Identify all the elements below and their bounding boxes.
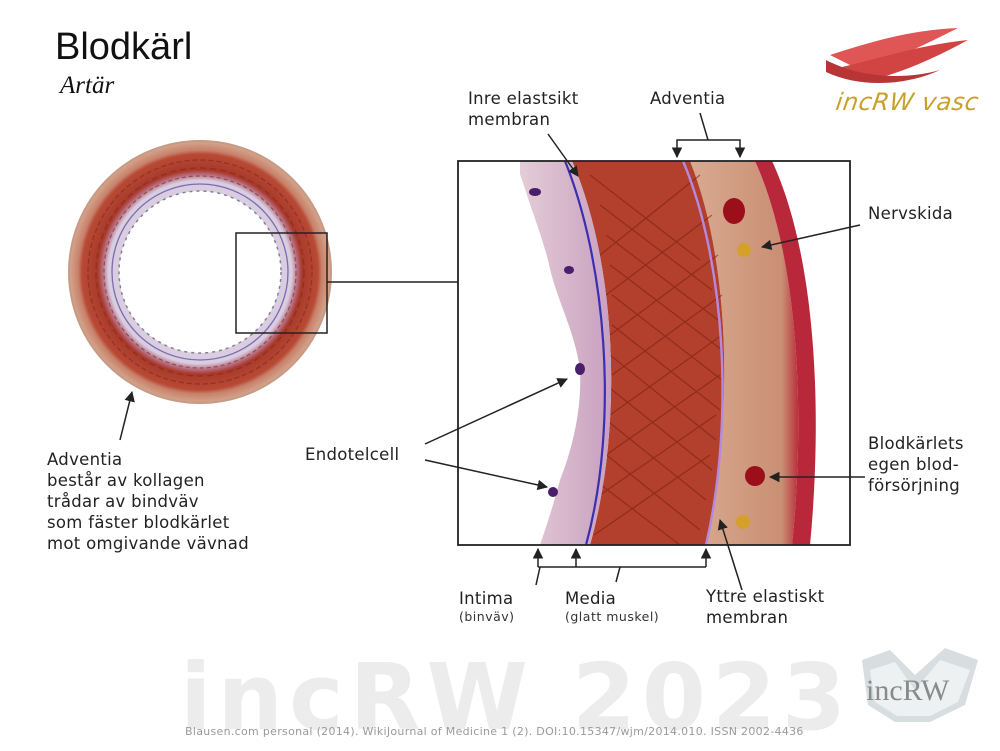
label-sub: (binväv) [459,609,515,624]
detail-panel-border [457,160,851,546]
label-line: membran [706,608,789,627]
label-line: som fäster blodkärlet [47,513,230,532]
label-sub: (glatt muskel) [565,609,660,624]
label-line: Inre elastsikt [468,89,579,108]
label-inre-elastiskt-membran: Inre elastsikt membran [468,88,578,130]
brand-logo-text: incRW vasc [834,88,981,116]
vasa-vasorum [723,198,765,529]
intima-media-bracket [532,547,712,586]
label-intima: Intima (binväv) [459,588,515,624]
label-endotelcell: Endotelcell [305,445,400,464]
label-adventia-top: Adventia [650,89,726,108]
incrw-logo-bottom [862,648,978,722]
label-line: egen blod- [868,455,960,474]
label-line: Adventia [47,450,123,469]
page-title: Blodkärl [55,26,193,68]
zoom-box [235,232,328,334]
adventia-bracket [671,112,746,159]
watermark: incRW 2023 [180,644,852,751]
label-nervskida: Nervskida [868,204,954,223]
leader-lines [119,133,865,591]
page-subtitle: Artär [60,72,115,99]
label-line: Yttre elastiskt [706,587,825,606]
label-line: mot omgivande vävnad [47,534,249,553]
label-line: trådar av bindväv [47,492,199,511]
label-line: membran [468,110,551,129]
label-blodforsorjning: Blodkärlets egen blod- försörjning [868,433,964,496]
label-line: Media [565,589,617,608]
bottom-logo-text: incRW [866,674,950,707]
label-line: försörjning [868,476,961,495]
endothelial-cells [529,188,585,497]
label-line: Intima [459,589,514,608]
detail-panel [458,161,850,545]
label-media: Media (glatt muskel) [565,588,659,624]
label-line: Blodkärlets [868,434,964,453]
source-credit: Blausen.com personal (2014). WikiJournal… [185,725,804,738]
vessel-cross-section [68,140,332,404]
label-adventia-description: Adventia består av kollagen trådar av bi… [47,449,249,554]
label-yttre-elastiskt-membran: Yttre elastiskt membran [706,586,824,628]
label-line: består av kollagen [47,471,205,490]
incrw-vasc-logo [826,28,968,84]
